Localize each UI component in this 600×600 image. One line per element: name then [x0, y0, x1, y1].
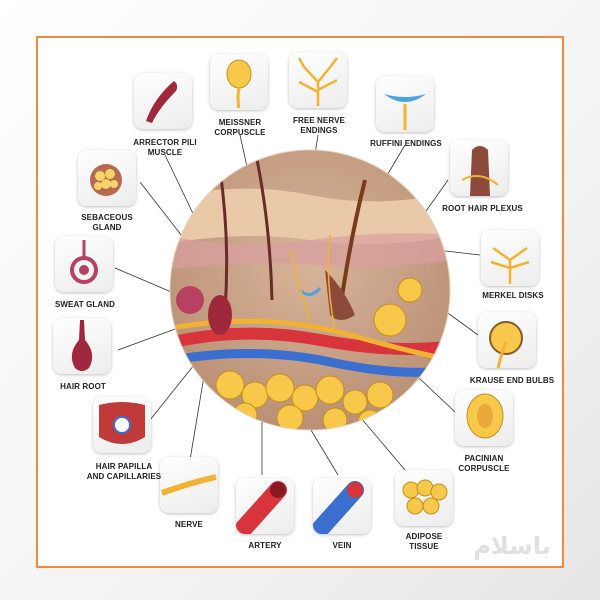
label-krause: KRAUSE END BULBS — [469, 376, 555, 385]
pacinian-corpuscle-tile — [455, 390, 513, 446]
sebaceous-gland-tile — [78, 150, 136, 206]
label-nerve: NERVE — [175, 520, 203, 529]
vein-tile — [313, 478, 371, 534]
label-root-hair: ROOT HAIR PLEXUS — [442, 204, 523, 213]
sweat-gland-tile — [55, 236, 113, 292]
free-nerve-endings-tile — [289, 52, 347, 108]
root-hair-plexus-tile — [450, 140, 508, 196]
nerve-tile — [160, 457, 218, 513]
arrector-pili-muscle-tile — [134, 73, 192, 129]
label-free-nerve: FREE NERVE ENDINGS — [293, 116, 345, 135]
meissner-corpuscle-tile — [210, 54, 268, 110]
svg-text:باسلام: باسلام — [473, 532, 550, 560]
label-ruffini: RUFFINI ENDINGS — [370, 139, 442, 148]
skin-cross-section — [169, 149, 451, 431]
adipose-tissue-tile — [395, 470, 453, 526]
label-artery: ARTERY — [248, 541, 282, 550]
label-adipose: ADIPOSE TISSUE — [405, 532, 443, 551]
watermark-logo: باسلام — [473, 532, 550, 560]
label-arrector-pili: ARRECTOR PILI MUSCLE — [133, 138, 197, 157]
label-hair-root: HAIR ROOT — [60, 382, 106, 391]
label-pacinian: PACINIAN CORPUSCLE — [458, 454, 510, 473]
label-sweat: SWEAT GLAND — [54, 300, 116, 309]
label-meissner: MEISSNER CORPUSCLE — [214, 118, 266, 137]
hair-papilla-tile — [93, 397, 151, 453]
label-papilla: HAIR PAPILLA AND CAPILLARIES — [86, 462, 162, 481]
hair-root-tile — [53, 318, 111, 374]
merkel-disks-tile — [481, 230, 539, 286]
label-vein: VEIN — [332, 541, 352, 550]
artery-tile — [236, 478, 294, 534]
krause-end-bulbs-tile — [478, 312, 536, 368]
label-merkel: MERKEL DISKS — [482, 291, 544, 300]
label-sebaceous: SEBACEOUS GLAND — [81, 213, 133, 232]
ruffini-endings-tile — [376, 76, 434, 132]
